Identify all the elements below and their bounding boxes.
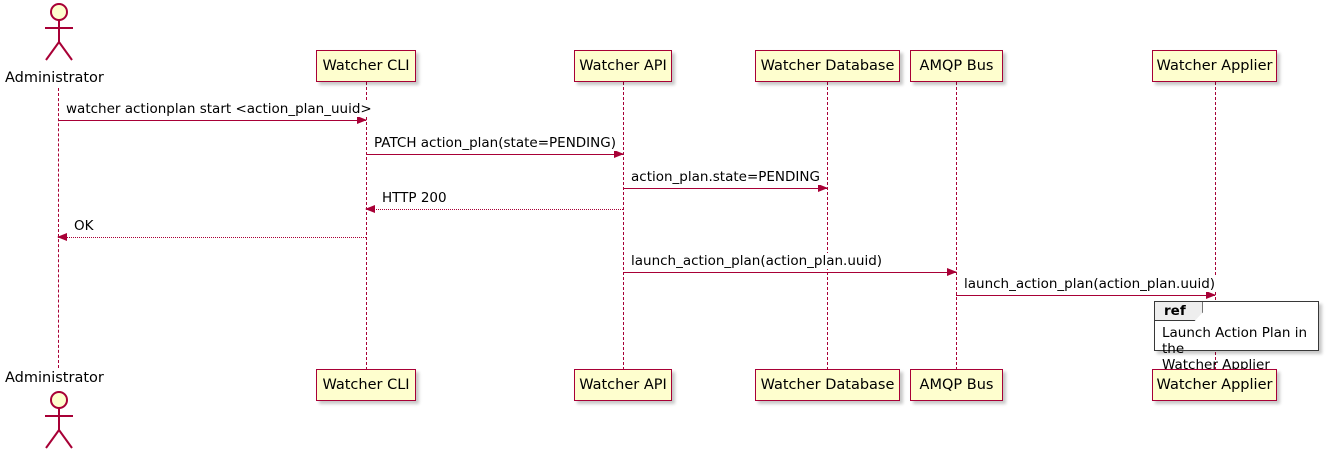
participant-watcher-applier-top[interactable]: Watcher Applier	[1152, 50, 1277, 82]
stick-figure-icon	[45, 3, 73, 61]
ref-text-line-1: Launch Action Plan in the	[1162, 325, 1308, 357]
actor-administrator-top	[32, 2, 86, 68]
message-line	[58, 237, 366, 238]
participant-watcher-cli-top[interactable]: Watcher CLI	[316, 50, 416, 82]
participant-watcher-database-top[interactable]: Watcher Database	[755, 50, 900, 82]
arrowhead-right-icon	[818, 183, 828, 192]
message-label: launch_action_plan(action_plan.uuid)	[628, 253, 886, 269]
ref-fragment-operator-tab: ref	[1155, 302, 1203, 321]
message-label: HTTP 200	[379, 190, 450, 206]
ref-fragment-launch-action-plan[interactable]: ref Launch Action Plan in the Watcher Ap…	[1154, 301, 1319, 373]
lifeline-administrator	[58, 88, 59, 368]
arrowhead-right-icon	[614, 149, 624, 158]
message-line	[956, 295, 1215, 296]
message-label: launch_action_plan(action_plan.uuid)	[961, 276, 1219, 292]
participant-label: AMQP Bus	[919, 57, 994, 74]
ref-operator-label: ref	[1164, 303, 1186, 319]
arrowhead-right-icon	[947, 267, 957, 276]
participant-label: Watcher Database	[760, 57, 895, 74]
message-label: OK	[71, 218, 97, 234]
message-label: PATCH action_plan(state=PENDING)	[371, 135, 619, 151]
message-line	[366, 209, 623, 210]
participant-label: AMQP Bus	[919, 376, 994, 393]
arrowhead-right-icon	[1206, 290, 1216, 299]
lifeline-amqp-bus	[956, 82, 957, 370]
lifeline-watcher-applier	[1215, 82, 1216, 370]
lifeline-watcher-cli	[366, 82, 367, 370]
lifeline-watcher-api	[623, 82, 624, 370]
participant-label: Watcher CLI	[322, 57, 410, 74]
message-line	[58, 120, 366, 121]
participant-amqp-bus-bottom[interactable]: AMQP Bus	[910, 369, 1003, 401]
participant-watcher-api-top[interactable]: Watcher API	[574, 50, 672, 82]
participant-watcher-api-bottom[interactable]: Watcher API	[574, 369, 672, 401]
message-line	[623, 272, 956, 273]
arrowhead-left-icon	[57, 232, 67, 241]
message-line	[623, 188, 827, 189]
participant-label: Watcher Database	[760, 376, 895, 393]
participant-watcher-database-bottom[interactable]: Watcher Database	[755, 369, 900, 401]
participant-label: Watcher Applier	[1156, 57, 1273, 74]
message-line	[366, 154, 623, 155]
lifeline-watcher-database	[827, 82, 828, 370]
participant-label: Watcher Applier	[1156, 376, 1273, 393]
participant-label: Watcher API	[579, 57, 667, 74]
actor-label-administrator-bottom: Administrator	[5, 370, 104, 386]
arrowhead-left-icon	[365, 204, 375, 213]
participant-watcher-applier-bottom[interactable]: Watcher Applier	[1152, 369, 1277, 401]
message-label: watcher actionplan start <action_plan_uu…	[63, 101, 375, 117]
message-label: action_plan.state=PENDING	[628, 169, 823, 185]
arrowhead-right-icon	[357, 115, 367, 124]
participant-label: Watcher CLI	[322, 376, 410, 393]
actor-label-administrator-top: Administrator	[5, 70, 104, 86]
participant-amqp-bus-top[interactable]: AMQP Bus	[910, 50, 1003, 82]
stick-figure-icon	[45, 391, 73, 449]
actor-administrator-bottom	[32, 390, 86, 456]
ref-fragment-body: Launch Action Plan in the Watcher Applie…	[1162, 325, 1312, 373]
participant-label: Watcher API	[579, 376, 667, 393]
participant-watcher-cli-bottom[interactable]: Watcher CLI	[316, 369, 416, 401]
